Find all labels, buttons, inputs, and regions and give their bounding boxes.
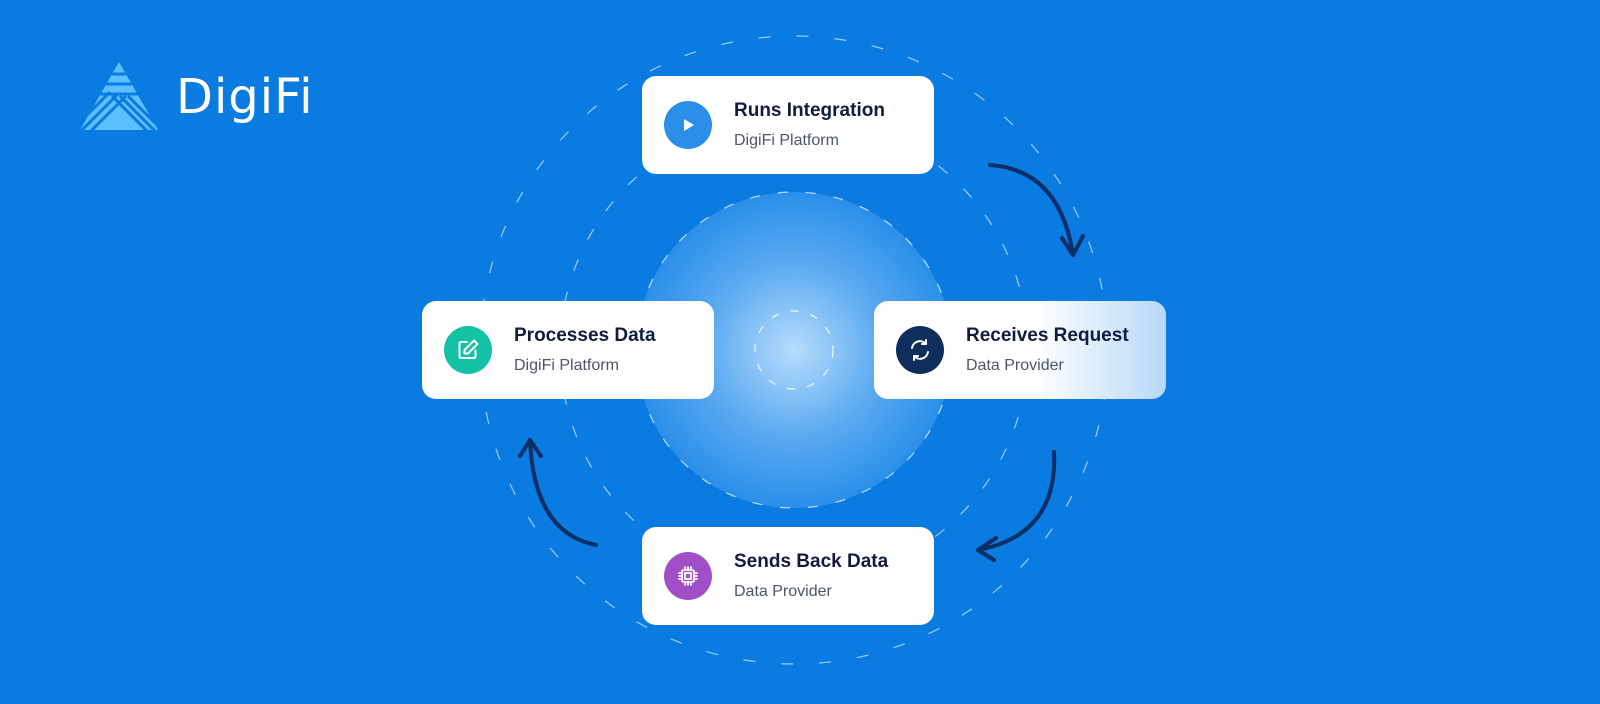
- edit-icon: [458, 339, 479, 359]
- chip-icon-badge: [664, 552, 712, 600]
- arrow-top-right: [988, 163, 1085, 257]
- step-title: Sends Back Data: [734, 551, 889, 572]
- sync-icon-badge: [896, 326, 944, 374]
- step-text: Sends Back Data Data Provider: [734, 551, 888, 601]
- step-title: Processes Data: [514, 325, 656, 346]
- sync-icon: [911, 339, 929, 361]
- arrow-bottom-right: [976, 450, 1057, 562]
- step-title: Receives Request: [966, 325, 1129, 346]
- center-glow: [636, 192, 952, 508]
- step-text: Processes Data DigiFi Platform: [514, 325, 656, 375]
- step-text: Receives Request Data Provider: [966, 325, 1129, 375]
- step-text: Runs Integration DigiFi Platform: [734, 100, 885, 150]
- step-subtitle: Data Provider: [966, 357, 1064, 374]
- step-subtitle: DigiFi Platform: [734, 132, 839, 149]
- step-title: Runs Integration: [734, 100, 885, 121]
- step-card-processes-data: Processes Data DigiFi Platform: [422, 301, 714, 399]
- edit-icon-badge: [444, 326, 492, 374]
- play-icon: [684, 119, 694, 131]
- step-card-receives-request: Receives Request Data Provider: [874, 301, 1166, 399]
- chip-icon: [678, 566, 698, 586]
- play-icon-badge: [664, 101, 712, 149]
- logo-text: DigiFi: [176, 69, 314, 125]
- step-subtitle: DigiFi Platform: [514, 357, 619, 374]
- step-card-sends-back-data: Sends Back Data Data Provider: [642, 527, 934, 625]
- digifi-triangle-logo-icon: [80, 62, 158, 130]
- arrow-bottom-left: [518, 438, 598, 547]
- step-card-runs-integration: Runs Integration DigiFi Platform: [642, 76, 934, 174]
- center-dashed-ring: [754, 310, 834, 390]
- step-subtitle: Data Provider: [734, 583, 832, 600]
- digifi-logo: DigiFi: [80, 62, 314, 132]
